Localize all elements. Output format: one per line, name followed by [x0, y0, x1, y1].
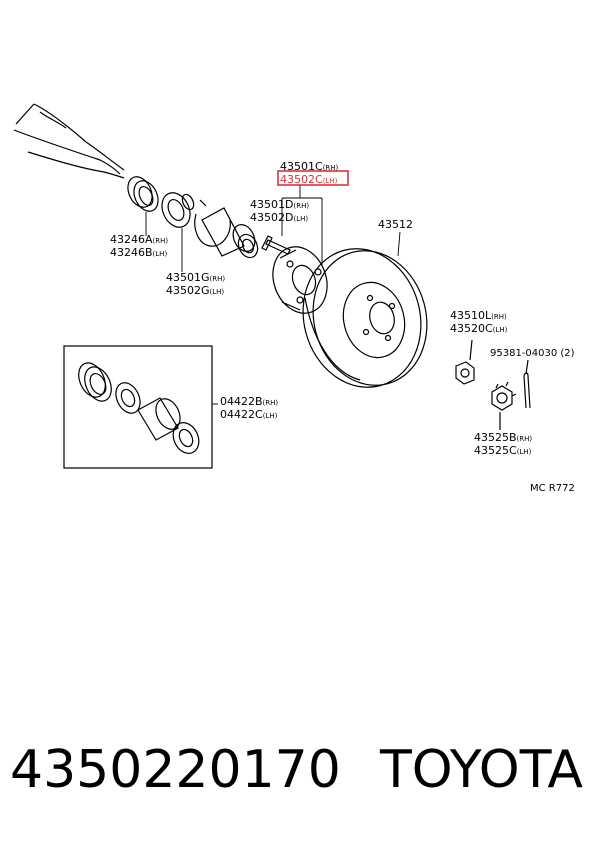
- kit-race-part[interactable]: [137, 395, 185, 441]
- label-43525c[interactable]: 43525C(LH): [474, 444, 532, 457]
- kit-seal-part[interactable]: [74, 359, 117, 406]
- highlight-box: [277, 170, 349, 186]
- part-number: 4350220170: [10, 740, 341, 800]
- axle-hub-part[interactable]: [264, 239, 336, 321]
- outer-bearing-part[interactable]: [201, 207, 261, 261]
- inner-bearing-part[interactable]: [157, 188, 196, 232]
- label-43501g[interactable]: 43501G(RH): [166, 271, 225, 284]
- label-43525b[interactable]: 43525B(RH): [474, 431, 532, 444]
- pointing-hand-icon: [13, 103, 125, 179]
- label-43501d[interactable]: 43501D(RH): [250, 198, 309, 211]
- label-43246b[interactable]: 43246B(LH): [110, 246, 167, 259]
- kit-outer-seal-part[interactable]: [168, 418, 203, 457]
- brake-disc-part[interactable]: [288, 235, 442, 400]
- cotter-pin-part[interactable]: [523, 359, 531, 409]
- nut-lock-cap-part[interactable]: [491, 381, 517, 430]
- label-43510l[interactable]: 43510L(RH): [450, 309, 507, 322]
- snap-ring-part[interactable]: [194, 213, 231, 247]
- label-43501c[interactable]: 43501C(RH): [280, 160, 339, 173]
- label-04422b[interactable]: 04422B(RH): [220, 395, 278, 408]
- lock-nut-part[interactable]: [455, 339, 475, 385]
- label-04422c[interactable]: 04422C(LH): [220, 408, 278, 421]
- kit-bearing-part[interactable]: [111, 379, 144, 417]
- label-43512[interactable]: 43512: [378, 218, 413, 231]
- label-43502c-highlighted[interactable]: 43502C(LH): [280, 173, 338, 186]
- label-43502d[interactable]: 43502D(LH): [250, 211, 308, 224]
- hub-bolt-part[interactable]: [261, 235, 291, 255]
- brand-name: TOYOTA: [380, 740, 583, 800]
- diagram-reference-code: MC R772: [530, 483, 575, 494]
- label-43246a[interactable]: 43246A(RH): [110, 233, 168, 246]
- oil-seal-part[interactable]: [123, 173, 162, 215]
- footer-caption: 4350220170 TOYOTA: [8, 740, 592, 820]
- front-axle-hub-diagram: 43501C(RH) 43502C(LH) 43501D(RH) 43502D(…: [13, 103, 575, 494]
- label-43502g[interactable]: 43502G(LH): [166, 284, 224, 297]
- label-43520c[interactable]: 43520C(LH): [450, 322, 508, 335]
- bearing-kit-box: [63, 345, 213, 469]
- label-95381-04030[interactable]: 95381-04030 (2): [490, 348, 575, 359]
